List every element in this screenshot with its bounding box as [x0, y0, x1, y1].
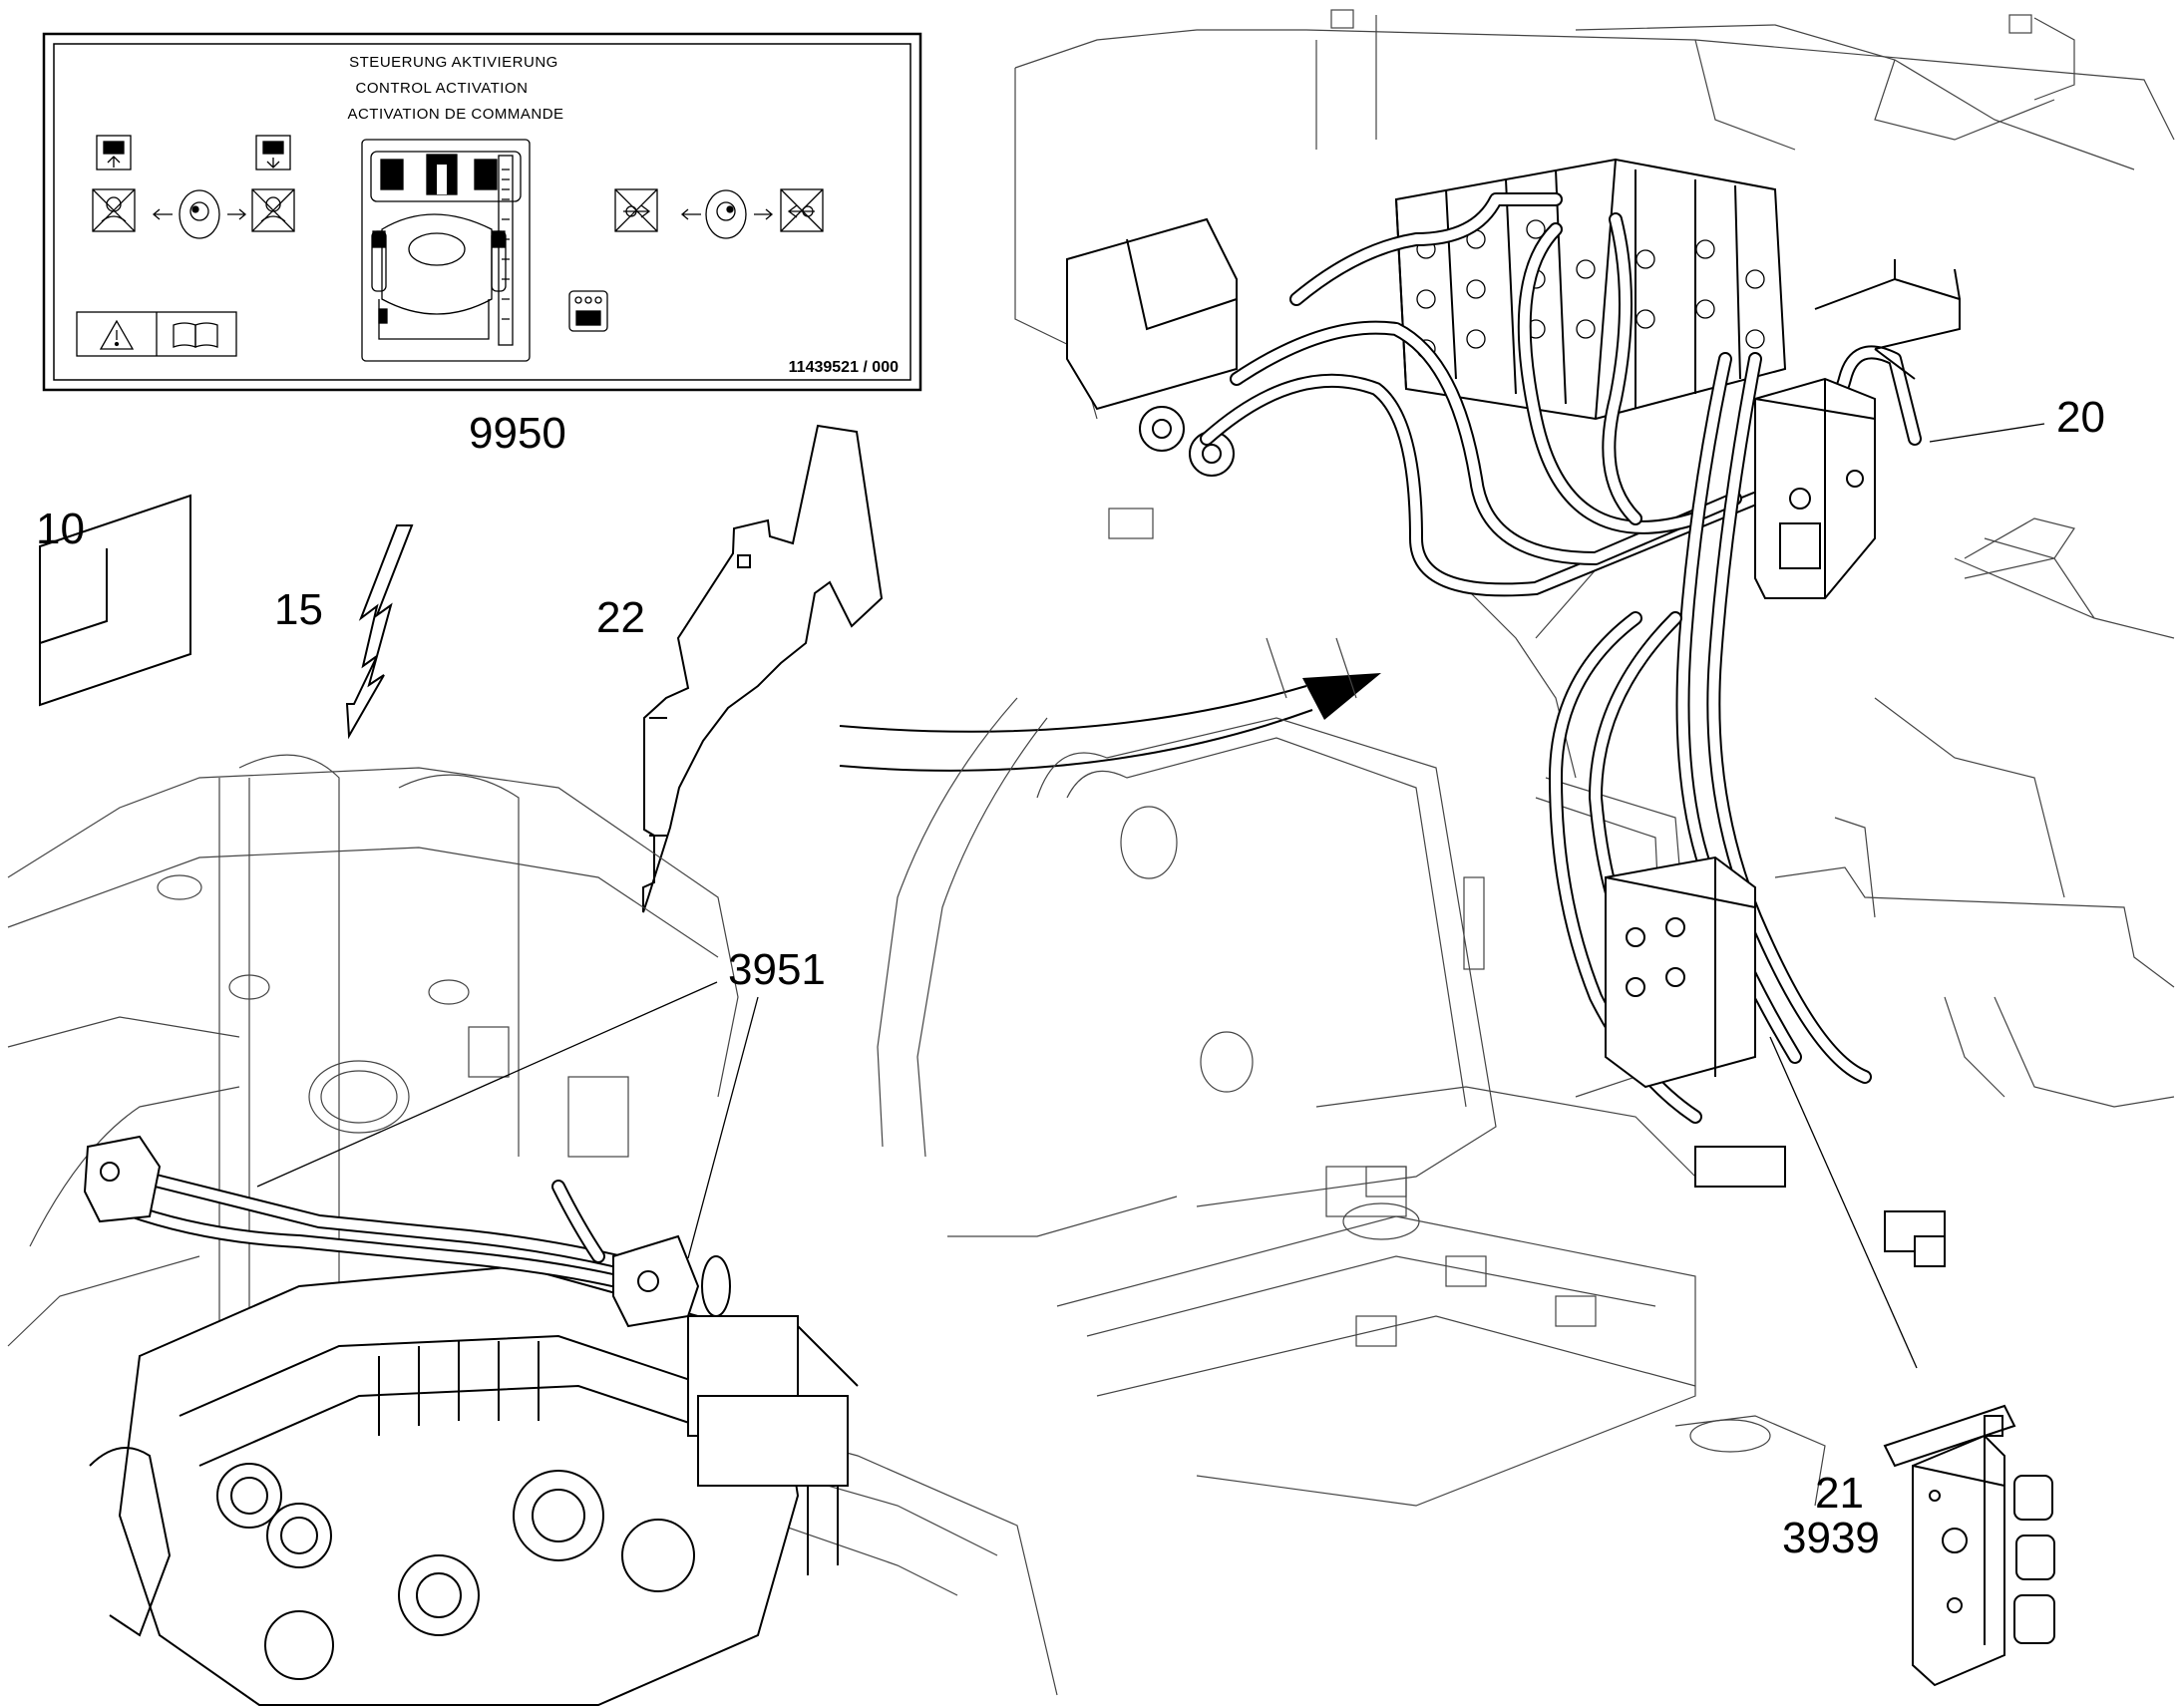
- decal-title-en: CONTROL ACTIVATION: [356, 80, 529, 97]
- pilot-valve-left: [1066, 217, 1238, 477]
- operator-console-icon: [361, 139, 531, 362]
- control-valve-block: [1394, 158, 1787, 421]
- leader-line-20: [1929, 423, 2045, 443]
- control-activation-decal: STEUERUNG AKTIVIERUNG CONTROL ACTIVATION…: [42, 32, 922, 392]
- hydraulic-hoses-lower: [113, 1170, 645, 1293]
- lightning-bolt-icon: [345, 524, 414, 740]
- callout-10: 10: [36, 505, 85, 553]
- callout-3939: 3939: [1782, 1514, 1880, 1562]
- solenoid-valve-detail: [1883, 1404, 2055, 1687]
- callout-21: 21: [1815, 1469, 1864, 1518]
- joystick-left-icon: [92, 135, 295, 239]
- reference-arrow: [839, 673, 1381, 772]
- cover-plate-icon: [642, 424, 884, 913]
- callout-9950: 9950: [469, 409, 566, 458]
- lower-manifold: [1605, 855, 1946, 1267]
- engine-block: [89, 1264, 859, 1706]
- callout-15: 15: [274, 585, 323, 634]
- callout-20: 20: [2056, 393, 2105, 442]
- joystick-right-icon: [614, 188, 824, 239]
- leader-line-3951a: [256, 981, 718, 1188]
- decal-sheet-icon: [39, 494, 191, 707]
- callout-3951: 3951: [728, 945, 826, 994]
- callout-22: 22: [596, 593, 645, 642]
- operator-manual-icon: [173, 322, 218, 348]
- leader-line-21: [1769, 1036, 1918, 1369]
- machine-frame: [877, 9, 2175, 1507]
- decal-part-number: 11439521 / 000: [789, 359, 899, 376]
- pilot-valve-lower-left: [83, 1135, 731, 1328]
- warning-triangle-icon: [76, 311, 237, 357]
- leader-line-3951b: [687, 996, 759, 1259]
- decal-title-de: STEUERUNG AKTIVIERUNG: [349, 54, 558, 71]
- decal-title-fr: ACTIVATION DE COMMANDE: [347, 106, 563, 123]
- control-panel-icon: [568, 290, 608, 332]
- solenoid-valve-block: [1754, 259, 1961, 599]
